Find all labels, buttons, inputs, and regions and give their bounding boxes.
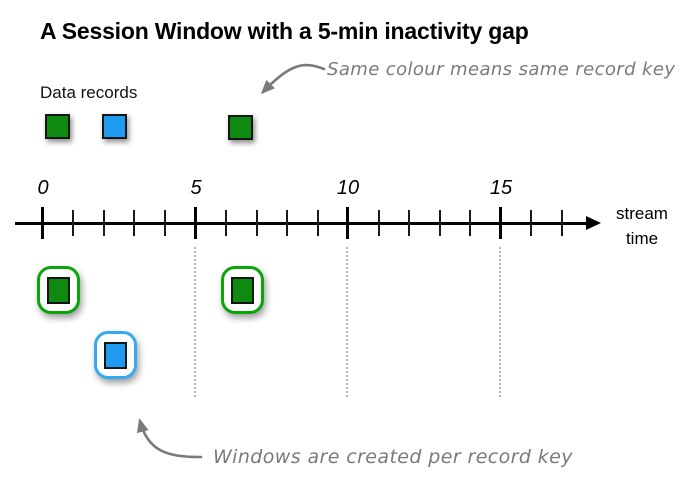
major-tick-10 bbox=[346, 207, 349, 239]
gap-line-10 bbox=[346, 247, 348, 397]
major-tick-0 bbox=[41, 207, 44, 239]
record-square-blue bbox=[102, 114, 127, 139]
windowed-record-green-1 bbox=[47, 276, 70, 304]
same-colour-annotation: Same colour means same record key bbox=[327, 59, 676, 80]
minor-tick bbox=[469, 210, 471, 236]
minor-tick bbox=[561, 210, 563, 236]
minor-tick bbox=[225, 210, 227, 236]
minor-tick bbox=[164, 210, 166, 236]
minor-tick bbox=[408, 210, 410, 236]
minor-tick bbox=[103, 210, 105, 236]
tick-label-5: 5 bbox=[190, 177, 202, 199]
tick-label-0: 0 bbox=[37, 177, 49, 199]
time-axis-line bbox=[15, 222, 588, 225]
time-axis-arrowhead-icon bbox=[586, 216, 601, 230]
stream-time-label: stream time bbox=[602, 201, 682, 251]
major-tick-5 bbox=[194, 207, 197, 239]
tick-label-15: 15 bbox=[489, 177, 513, 199]
record-square-green-2 bbox=[228, 115, 253, 140]
session-window-green-2 bbox=[221, 266, 264, 314]
minor-tick bbox=[133, 210, 135, 236]
windows-created-annotation: Windows are created per record key bbox=[213, 446, 573, 468]
session-window-green-1 bbox=[37, 266, 80, 314]
minor-tick bbox=[72, 210, 74, 236]
gap-line-15 bbox=[499, 247, 501, 397]
minor-tick bbox=[286, 210, 288, 236]
stream-time-label-line2: time bbox=[625, 229, 659, 248]
windowed-record-green-2 bbox=[231, 276, 254, 304]
minor-tick bbox=[378, 210, 380, 236]
minor-tick bbox=[256, 210, 258, 236]
arrow-to-window-icon bbox=[136, 418, 203, 459]
minor-tick bbox=[317, 210, 319, 236]
arrow-to-record-icon bbox=[260, 63, 326, 95]
diagram-title: A Session Window with a 5-min inactivity… bbox=[40, 18, 529, 44]
record-square-green-1 bbox=[45, 114, 70, 139]
gap-line-5 bbox=[194, 247, 196, 397]
stream-time-label-line1: stream bbox=[616, 204, 668, 223]
session-window-blue bbox=[94, 331, 137, 379]
tick-label-10: 10 bbox=[336, 177, 360, 199]
minor-tick bbox=[530, 210, 532, 236]
major-tick-15 bbox=[499, 207, 502, 239]
data-records-label: Data records bbox=[40, 83, 138, 102]
minor-tick bbox=[439, 210, 441, 236]
windowed-record-blue bbox=[104, 341, 127, 369]
